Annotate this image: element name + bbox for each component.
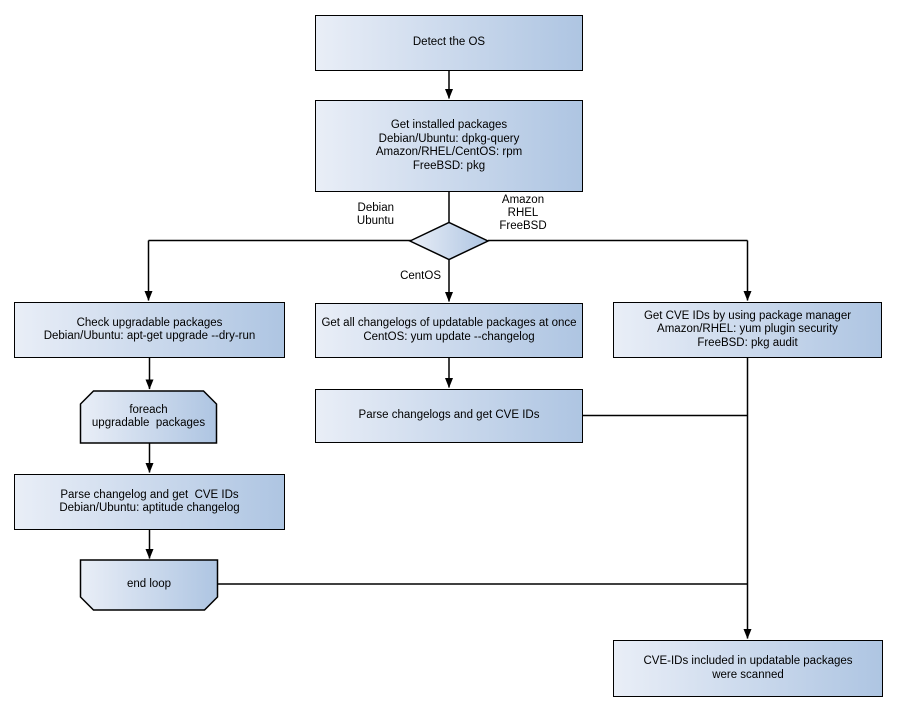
node-text-line: end loop	[126, 578, 172, 591]
edge-label-centos: CentOS	[379, 270, 441, 283]
node-text-line: upgradable packages	[91, 417, 206, 429]
node-text-line: Debian/Ubuntu: aptitude changelog	[59, 502, 240, 514]
node-get-all-changelogs: Get all changelogs of updatable packages…	[315, 303, 583, 358]
edge-label-line: RHEL	[507, 207, 539, 219]
node-text-line: Detect the OS	[412, 36, 486, 49]
node-text-line: CVE-IDs included in updatable packages	[643, 655, 853, 667]
decision-diamond-os	[408, 221, 490, 261]
node-text-line: foreach	[129, 403, 168, 416]
node-detect-os: Detect the OS	[315, 15, 583, 71]
node-text-line: Get all changelogs of updatable packages…	[321, 317, 577, 329]
node-text-line: Get installed packages	[390, 119, 508, 131]
node-text-line: FreeBSD: pkg	[412, 159, 486, 172]
node-foreach-upgradable-packages: foreach upgradable packages	[80, 392, 217, 442]
node-text-line: Get CVE IDs by using package manager	[643, 309, 852, 322]
edge-label-line: Amazon	[501, 194, 545, 206]
edge-label-line: FreeBSD	[499, 220, 547, 232]
edge-label-line: Ubuntu	[356, 215, 394, 227]
loop-start-shape	[79, 390, 218, 444]
edge-label-line: CentOS	[400, 270, 441, 282]
edge-label-line: Debian	[357, 202, 394, 214]
edge-label-debian-ubuntu: Debian Ubuntu	[304, 202, 394, 228]
node-text-line: Parse changelog and get CVE IDs	[60, 488, 239, 501]
node-cve-ids-scanned: CVE-IDs included in updatable packages w…	[613, 640, 883, 697]
loop-end-shape	[79, 559, 219, 611]
node-get-installed-packages: Get installed packages Debian/Ubuntu: dp…	[315, 100, 583, 192]
node-get-cve-by-package-manager: Get CVE IDs by using package manager Ama…	[613, 302, 882, 358]
node-text-line: were scanned	[712, 668, 784, 681]
node-check-upgradable-packages: Check upgradable packages Debian/Ubuntu:…	[14, 302, 285, 358]
node-text-line: Amazon/RHEL/CentOS: rpm	[375, 146, 523, 158]
node-text-line: CentOS: yum update --changelog	[363, 330, 535, 343]
node-text-line: Check upgradable packages	[76, 316, 223, 329]
node-end-loop: end loop	[80, 560, 218, 610]
node-text-line: Debian/Ubuntu: dpkg-query	[378, 132, 520, 145]
node-text-line: FreeBSD: pkg audit	[697, 336, 798, 349]
node-text-line: Amazon/RHEL: yum plugin security	[657, 323, 838, 336]
node-parse-changelog-left: Parse changelog and get CVE IDs Debian/U…	[14, 474, 285, 530]
edge-label-amazon-rhel-freebsd: Amazon RHEL FreeBSD	[483, 194, 563, 233]
node-text-line: Debian/Ubuntu: apt-get upgrade --dry-run	[43, 330, 256, 342]
node-parse-changelogs-mid: Parse changelogs and get CVE IDs	[315, 389, 583, 443]
node-text-line: Parse changelogs and get CVE IDs	[358, 409, 540, 422]
